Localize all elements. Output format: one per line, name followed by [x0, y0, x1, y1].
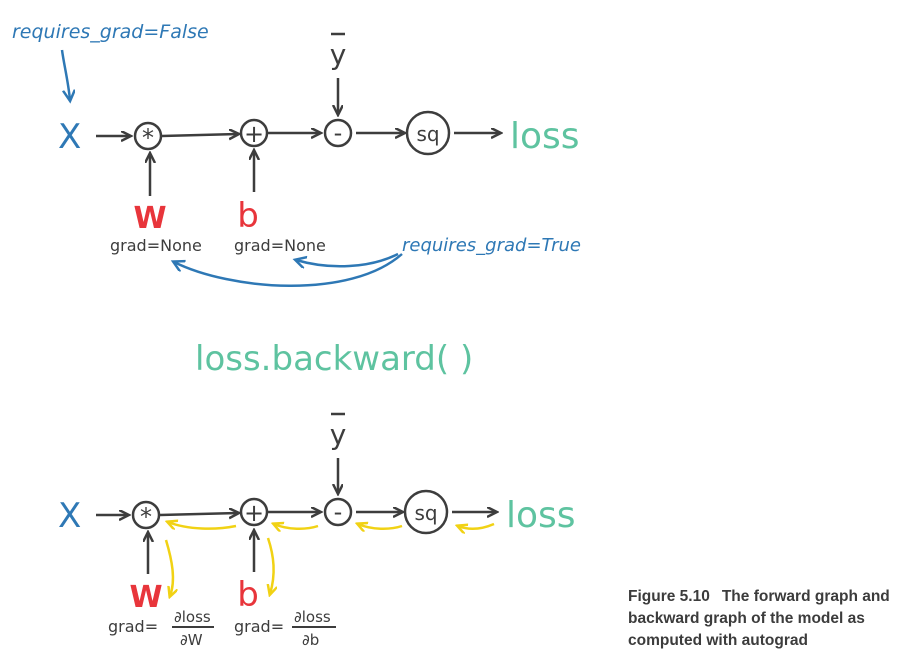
edge-mul-to-add [161, 134, 238, 136]
bwd-edge-mul-to-add [159, 513, 238, 515]
add-op-node [239, 118, 269, 148]
input-annotation-label: requires_grad=False [12, 21, 209, 43]
backward-graph: X * + - y sq loss W grad= [58, 412, 576, 649]
bwd-param-w-label: W [129, 580, 162, 615]
loss-output-label: loss [510, 116, 580, 157]
param-b-label: b [237, 196, 259, 236]
input-annotation-arrow [60, 49, 70, 100]
grad-flow-mul-to-w [164, 539, 173, 596]
bwd-input-x-node: X [58, 496, 81, 536]
param-w-grad-label: grad=None [110, 236, 202, 255]
bwd-param-b-label: b [237, 575, 259, 615]
forward-graph: requires_grad=False X * + - y sq loss W … [12, 21, 581, 287]
bwd-param-b-grad-prefix: grad= [234, 617, 284, 636]
bwd-param-b-grad-denominator: ∂b [302, 631, 319, 649]
bwd-target-y-label: y [330, 418, 347, 451]
grad-flow-add-to-mul [168, 522, 237, 529]
grad-flow-add-to-b [268, 537, 274, 594]
grad-flow-sub-to-add [274, 524, 319, 529]
bwd-add-op-symbol: + [244, 499, 264, 527]
bwd-param-w-grad-denominator: ∂W [180, 631, 203, 649]
param-b-grad-label: grad=None [234, 236, 326, 255]
params-annotation-label: requires_grad=True [402, 235, 581, 256]
backward-call-label: loss.backward( ) [195, 339, 473, 379]
bwd-sq-op-node [403, 489, 449, 535]
sub-op-node [323, 118, 353, 148]
mul-op-node [133, 121, 163, 151]
input-x-node: X [58, 117, 81, 157]
grad-flow-sq-to-sub [358, 524, 403, 529]
figure-caption-text: The forward graph and backward graph of … [628, 588, 890, 649]
target-y-label: y [330, 38, 347, 71]
sq-op-symbol: sq [416, 122, 439, 146]
bwd-sub-op-node [323, 497, 353, 527]
params-annotation-arrow-to-b [296, 252, 399, 266]
bwd-param-b-grad-numerator: ∂loss [294, 608, 331, 626]
bwd-param-w-grad-prefix: grad= [108, 617, 158, 636]
bwd-loss-output-label: loss [506, 495, 576, 536]
bwd-sub-op-symbol: - [334, 498, 343, 526]
bwd-param-w-grad-numerator: ∂loss [174, 608, 211, 626]
sub-op-symbol: - [334, 119, 343, 147]
figure-caption-label: Figure 5.10 [628, 588, 710, 605]
bwd-mul-op-symbol: * [140, 503, 152, 531]
bwd-mul-op-node [131, 500, 161, 530]
add-op-symbol: + [244, 120, 264, 148]
bwd-add-op-node [239, 497, 269, 527]
param-w-label: W [133, 201, 166, 236]
params-annotation-arrow-to-w [174, 253, 403, 287]
grad-flow-loss-to-sq [458, 522, 495, 529]
mul-op-symbol: * [142, 124, 154, 152]
bwd-sq-op-symbol: sq [414, 501, 437, 525]
sq-op-node [405, 110, 451, 156]
